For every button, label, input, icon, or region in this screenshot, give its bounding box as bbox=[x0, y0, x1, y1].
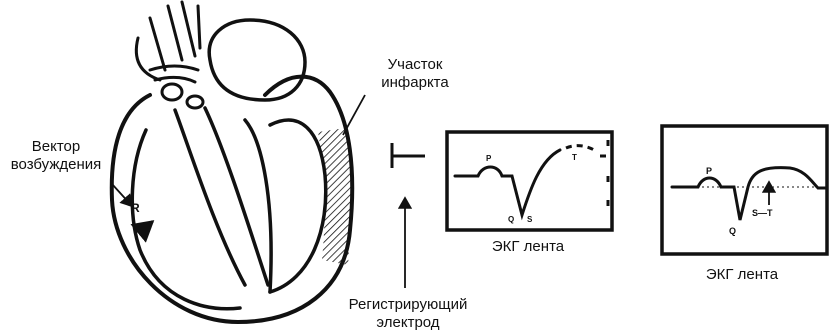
vector-pointer bbox=[112, 184, 132, 206]
septum bbox=[175, 110, 245, 285]
ecg-panel-2: P Q S—T bbox=[662, 126, 827, 254]
ecg-panel-1: P Q S T bbox=[447, 132, 612, 230]
heart-illustration: R bbox=[112, 2, 352, 322]
septum bbox=[205, 108, 268, 285]
ventricle-inner bbox=[245, 120, 271, 292]
ecg1-p-label: P bbox=[486, 154, 492, 163]
ecg1-t-label: T bbox=[572, 153, 577, 162]
ecg-tape-label-1: ЭКГ лента bbox=[468, 238, 588, 256]
infarct-label: Участок инфаркта bbox=[372, 56, 458, 92]
ecg-trace-1 bbox=[455, 150, 560, 215]
infarct-label-line2: инфаркта bbox=[372, 74, 458, 92]
vector-arrow-tip bbox=[140, 222, 152, 232]
heart-outer-wall bbox=[112, 77, 352, 322]
electrode-label: Регистрирующий электрод bbox=[340, 296, 476, 332]
vessel-ring bbox=[187, 96, 203, 108]
infarct-zone bbox=[318, 128, 351, 265]
r-label: R bbox=[131, 201, 140, 215]
electrode bbox=[392, 143, 425, 168]
infarct-pointer bbox=[343, 95, 365, 135]
vector-label: Вектор возбуждения bbox=[0, 138, 112, 174]
atrium bbox=[209, 20, 305, 100]
ecg-tape-label-2: ЭКГ лента bbox=[682, 266, 802, 284]
vector-label-line2: возбуждения bbox=[0, 156, 112, 174]
ecg2-st-label: S—T bbox=[752, 208, 773, 218]
ecg1-s-label: S bbox=[527, 215, 533, 224]
electrode-label-line2: электрод bbox=[340, 314, 476, 332]
ecg2-q-label: Q bbox=[729, 226, 736, 236]
ecg-trace-2 bbox=[672, 168, 827, 220]
infarct-label-line1: Участок bbox=[372, 56, 458, 74]
electrode-label-line1: Регистрирующий bbox=[340, 296, 476, 314]
vessel-ring bbox=[162, 84, 182, 100]
vector-label-line1: Вектор bbox=[0, 138, 112, 156]
ventricle-inner bbox=[270, 120, 326, 292]
ecg1-q-label: Q bbox=[508, 215, 514, 224]
great-vessels bbox=[136, 2, 200, 82]
ecg2-p-label: P bbox=[706, 166, 712, 176]
